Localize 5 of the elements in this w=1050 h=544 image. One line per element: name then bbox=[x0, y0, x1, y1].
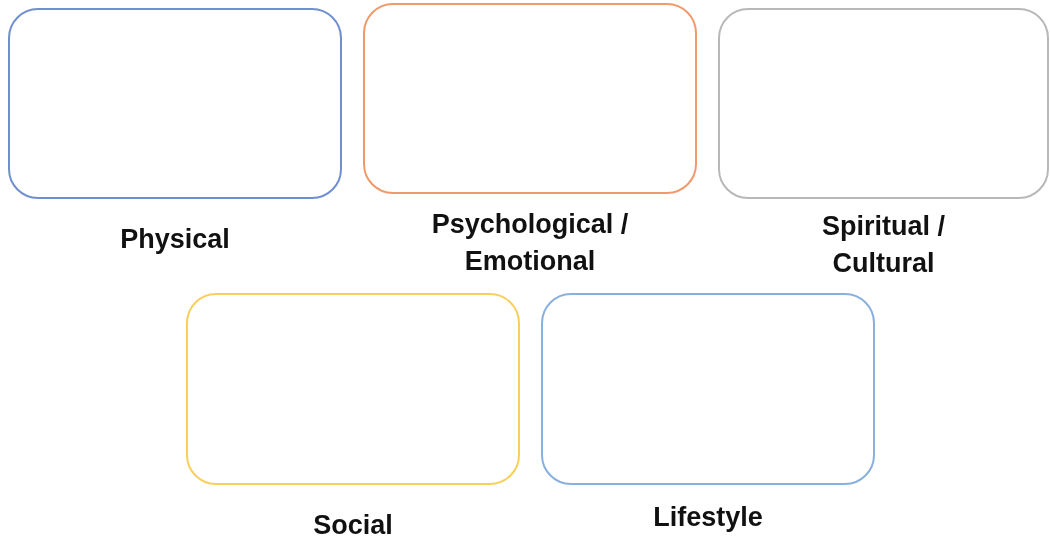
box-label: Spiritual / Cultural bbox=[821, 210, 946, 280]
box-label: Lifestyle bbox=[652, 501, 764, 534]
box-label: Social bbox=[312, 509, 394, 542]
box-label: Psychological / Emotional bbox=[430, 208, 630, 278]
box-label: Physical bbox=[119, 223, 231, 256]
